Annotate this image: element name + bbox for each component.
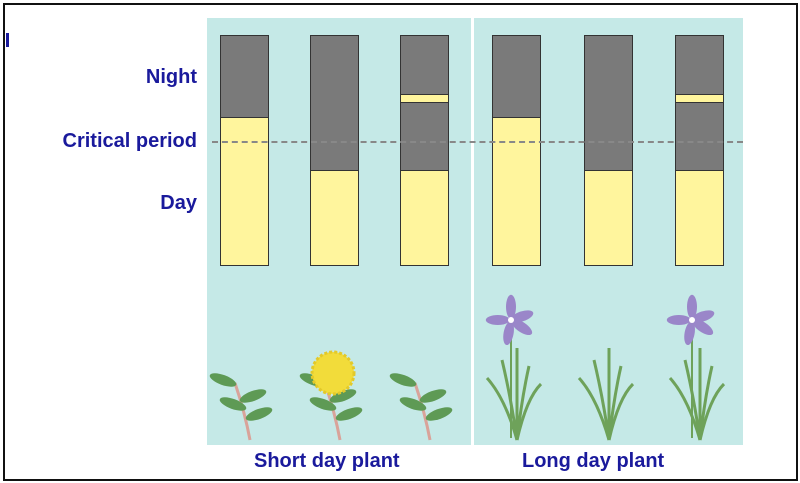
photoperiod-bar	[584, 35, 633, 266]
chrysanthemum-vegetative	[389, 373, 453, 441]
chrysanthemum-flowering	[299, 350, 363, 441]
day-segment	[401, 170, 448, 265]
day-segment	[676, 170, 723, 265]
photoperiod-panel	[207, 18, 743, 445]
critical-period-line	[212, 141, 743, 143]
photoperiod-bar	[675, 35, 724, 266]
plants	[209, 294, 726, 441]
iris-vegetative	[577, 348, 635, 441]
light-interruption	[676, 94, 723, 103]
frame-border	[3, 3, 798, 481]
iris-flowering	[485, 294, 543, 441]
short-day-plant-label: Short day plant	[254, 450, 400, 472]
iris-flowering	[666, 294, 726, 441]
edge-mark	[6, 33, 9, 47]
light-interruption	[401, 94, 448, 103]
photoperiod-bar	[400, 35, 449, 266]
group-divider	[471, 18, 474, 445]
photoperiod-bar	[310, 35, 359, 266]
long-day-plant-label: Long day plant	[522, 450, 665, 472]
critical-period-label: Critical period	[62, 130, 197, 152]
day-segment	[311, 170, 358, 265]
day-segment	[585, 170, 632, 265]
day-label: Day	[160, 192, 197, 214]
chrysanthemum-vegetative	[209, 373, 273, 441]
night-label: Night	[145, 66, 197, 88]
